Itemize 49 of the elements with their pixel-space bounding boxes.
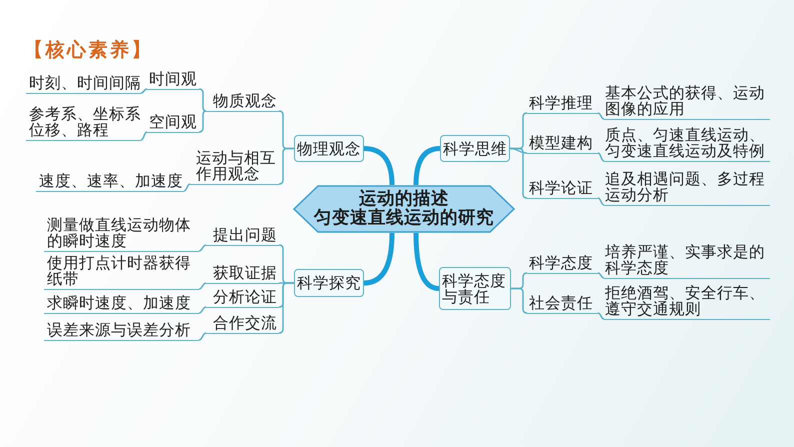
branch-label: 合作交流 xyxy=(206,314,279,334)
connector-line xyxy=(598,197,604,206)
connector-line xyxy=(278,282,294,334)
detail-label: 培养严谨、实事求是的科学态度 xyxy=(604,243,770,279)
topic-hexagon: 运动的描述 匀变速直线运动的研究 xyxy=(293,185,515,233)
detail-label: 求瞬时速度、加速度 xyxy=(44,294,199,314)
branch-label: 时间观 xyxy=(147,70,199,90)
connector-line xyxy=(510,148,528,199)
connector-line xyxy=(598,152,604,162)
connector-line xyxy=(511,288,528,314)
detail-label: 使用打点计时器获得纸带 xyxy=(44,254,199,290)
detail-label: 速度、速率、加速度 xyxy=(36,172,184,192)
title: 【核心素养】 xyxy=(24,38,153,62)
branch-label: 科学论证 xyxy=(527,179,598,199)
detail-label: 质点、匀速直线运动、匀变速直线运动及特例 xyxy=(604,126,770,162)
branch-label: 运动与相互作用观念 xyxy=(190,149,279,185)
branch-label: 空间观 xyxy=(147,113,199,133)
detail-label: 参考系、坐标系位移、路程 xyxy=(26,105,141,141)
branch-label: 模型建构 xyxy=(527,134,598,154)
topic-box: 科学思维 xyxy=(440,135,510,162)
branch-label: 科学态度 xyxy=(527,254,598,274)
topic-box: 科学态度与责任 xyxy=(439,267,511,310)
topic-box: 物理观念 xyxy=(294,135,364,162)
connector-line xyxy=(198,110,206,133)
connector-line xyxy=(598,312,604,320)
branch-label: 物质观念 xyxy=(206,92,279,112)
detail-label: 追及相遇问题、多过程运动分析 xyxy=(604,170,770,206)
detail-label: 拒绝酒驾、安全行车、遵守交通规则 xyxy=(604,284,770,320)
connector-line xyxy=(198,332,206,341)
connector-line xyxy=(598,112,604,120)
detail-label: 基本公式的获得、运动图像的应用 xyxy=(604,84,770,120)
detail-label: 误差来源与误差分析 xyxy=(44,321,199,341)
connector-line xyxy=(198,306,206,314)
connector-line xyxy=(198,88,206,112)
branch-label: 社会责任 xyxy=(527,294,598,314)
topic-box: 科学探究 xyxy=(294,269,364,297)
detail-label: 测量做直线运动物体的瞬时速度 xyxy=(44,216,199,252)
connector-line xyxy=(140,131,148,141)
branch-label: 科学推理 xyxy=(527,94,598,114)
branch-label: 提出问题 xyxy=(206,226,279,246)
connector-line xyxy=(140,88,148,94)
connector-line xyxy=(198,244,206,252)
detail-label: 时刻、时间间隔 xyxy=(26,74,141,94)
connector-line xyxy=(278,148,294,185)
connector-line xyxy=(184,183,190,192)
branch-label: 分析论证 xyxy=(206,288,279,308)
connector-line xyxy=(198,282,206,290)
connector-line xyxy=(598,272,604,279)
branch-label: 获取证据 xyxy=(206,264,279,284)
